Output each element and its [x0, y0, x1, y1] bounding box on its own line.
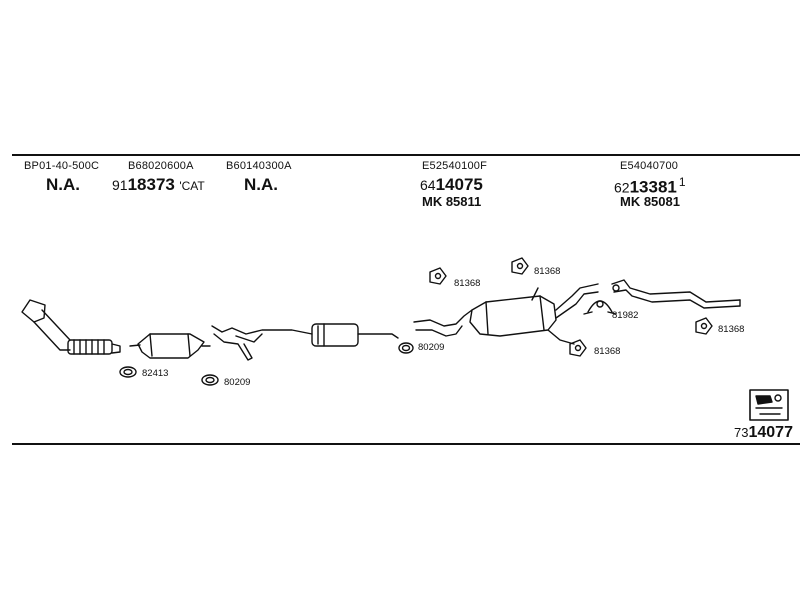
tail-pipe	[611, 279, 741, 309]
part-label-gasket-mid: 80209	[418, 342, 445, 353]
front-pipe	[21, 299, 121, 355]
part-prefix-col5: 62	[614, 179, 630, 196]
oem-number-col3: B60140300A	[226, 160, 292, 172]
part-label-hanger-2: 81368	[534, 266, 561, 277]
part-prefix-col2: 91	[112, 177, 128, 193]
rubber-hanger-icon	[511, 257, 529, 275]
part-suffix-col5: 1	[678, 175, 686, 189]
part-label-gasket-front: 82413	[142, 368, 169, 379]
rubber-hanger-icon	[569, 339, 587, 357]
status-col1: N.A.	[46, 175, 80, 194]
part-label-clamp: 81982	[612, 310, 639, 321]
part-main-col4: 14075	[435, 175, 483, 194]
part-main-col2: 18373	[127, 175, 175, 194]
rear-muffler	[413, 283, 599, 345]
gasket-icon	[201, 374, 219, 386]
catalog-reference: 7314077	[734, 424, 793, 442]
catalog-reference-prefix: 73	[734, 425, 749, 440]
intermediate-pipe	[211, 323, 399, 361]
exhaust-catalog-icon	[749, 389, 789, 421]
catalog-reference-number: 14077	[748, 424, 793, 441]
part-prefix-col4: 64	[420, 177, 436, 193]
gasket-icon	[398, 342, 414, 354]
gasket-icon	[119, 366, 137, 378]
part-label-hanger-4: 81368	[718, 324, 745, 335]
part-main-col5: 13381	[629, 177, 677, 197]
oem-number-col2: B68020600A	[128, 160, 194, 172]
part-label-gasket-cat: 80209	[224, 377, 251, 388]
rubber-hanger-icon	[695, 317, 713, 335]
part-label-hanger-1: 81368	[454, 278, 481, 289]
rubber-hanger-icon	[429, 267, 447, 285]
part-suffix-text-col2: CAT	[181, 179, 205, 193]
oem-number-col1: BP01-40-500C	[24, 160, 100, 172]
mk-number-col4: MK 85811	[422, 194, 482, 209]
part-number-col4: 6414075	[420, 175, 483, 195]
mk-number-col5: MK 85081	[620, 194, 680, 209]
oem-number-col4: E52540100F	[422, 160, 487, 172]
bottom-divider	[12, 443, 800, 445]
catalytic-converter	[129, 333, 211, 359]
clamp-icon	[583, 300, 617, 315]
part-number-col2: 9118373 'CAT	[112, 175, 205, 195]
part-label-hanger-3: 81368	[594, 346, 621, 357]
part-suffix-col2: 'CAT	[179, 179, 205, 193]
top-divider	[12, 154, 800, 156]
status-col3: N.A.	[244, 175, 278, 194]
oem-number-col5: E54040700	[620, 160, 679, 172]
